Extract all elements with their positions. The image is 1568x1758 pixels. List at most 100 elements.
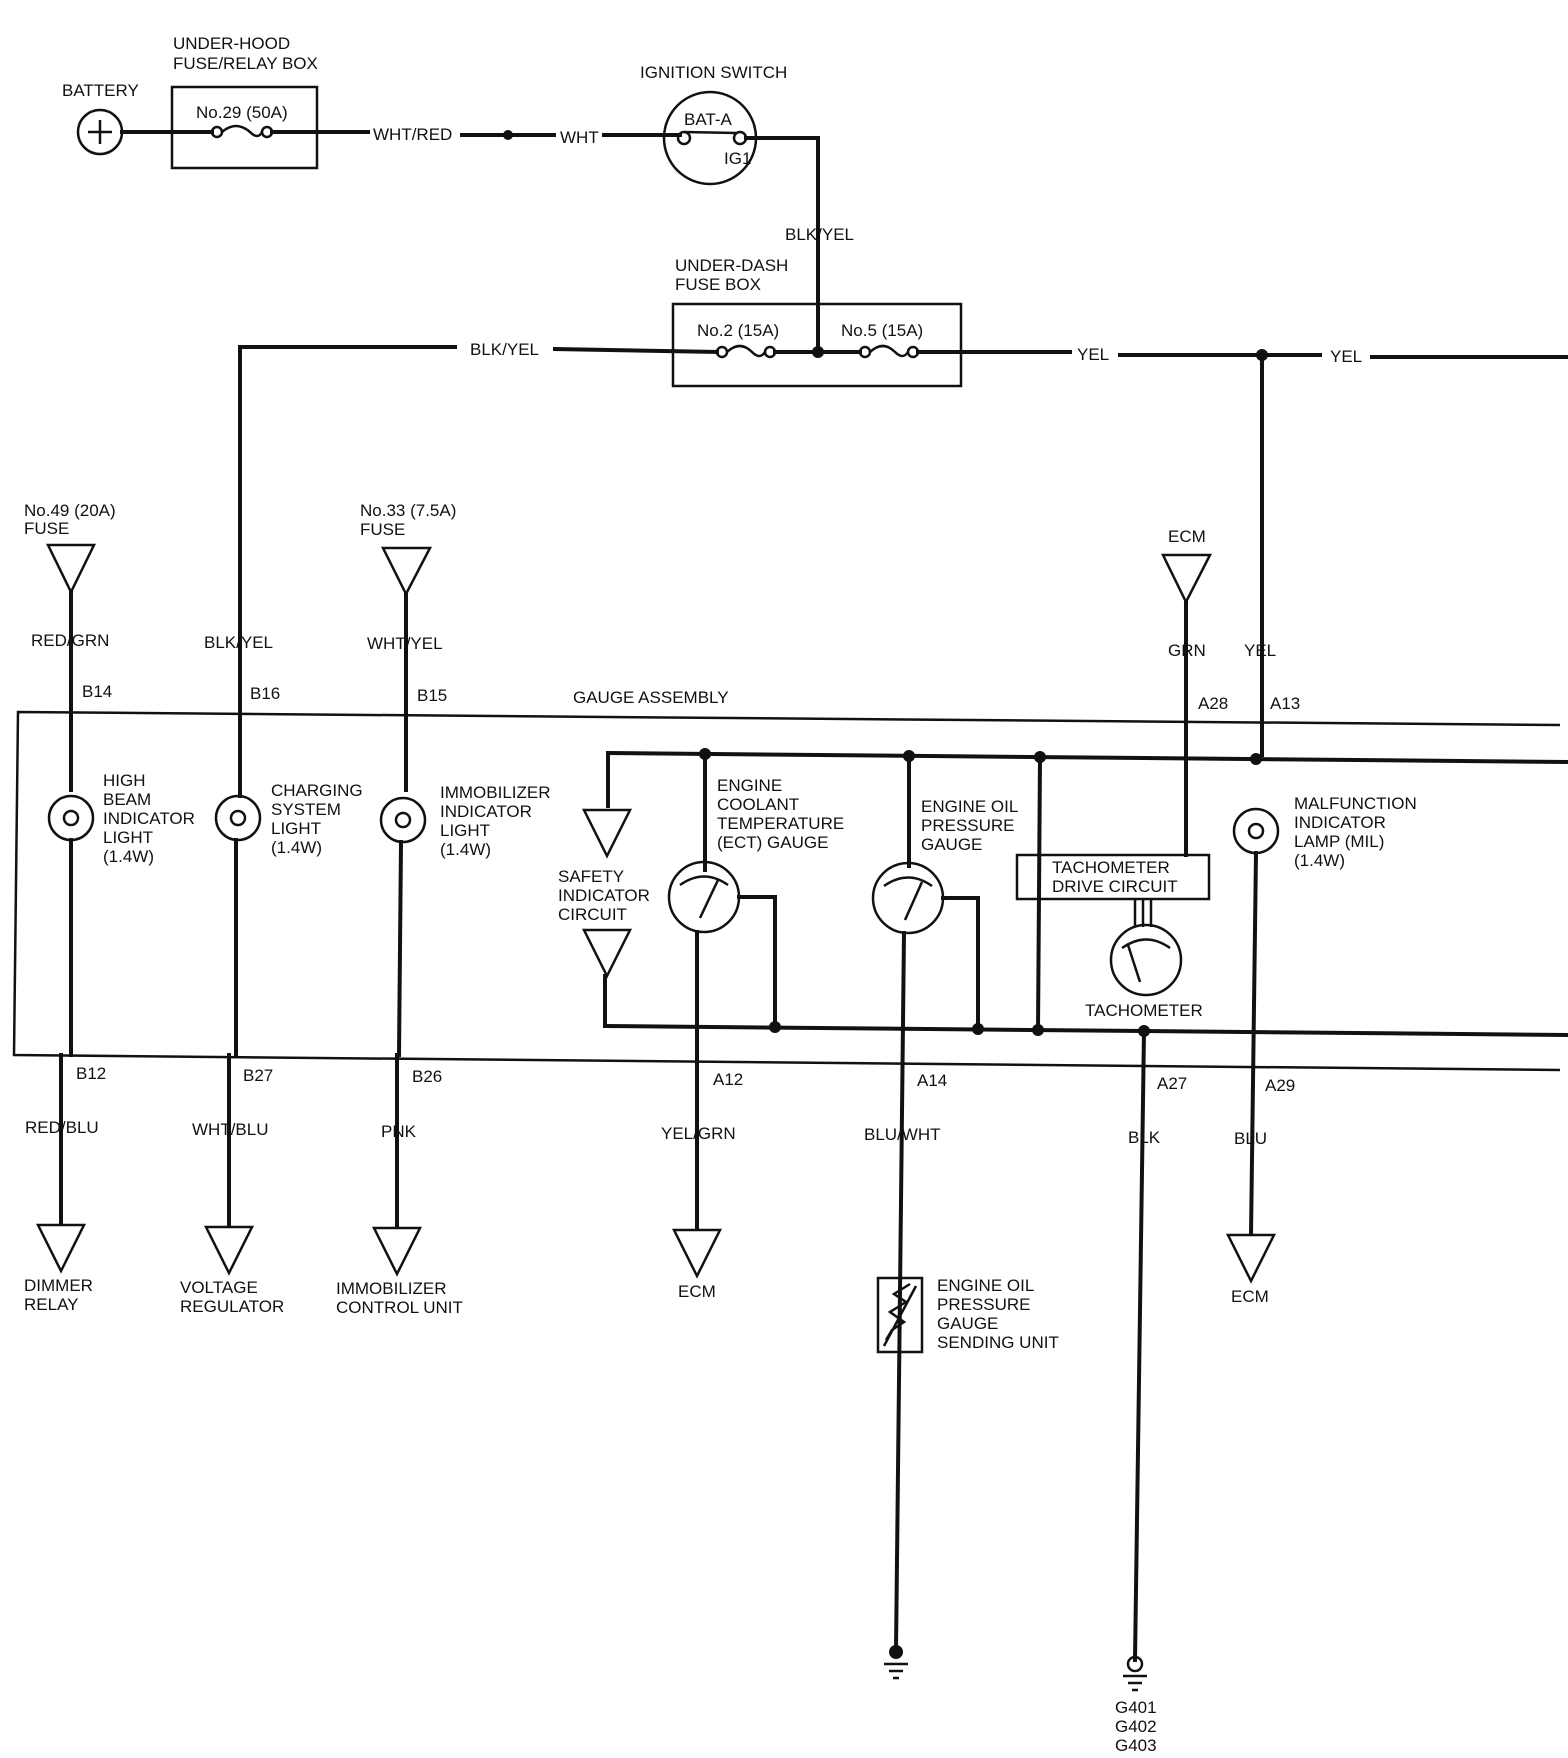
wire-blk: BLK — [1128, 1128, 1161, 1147]
immobilizer-label-2: INDICATOR — [440, 802, 532, 821]
oil-pressure-sending-unit — [876, 1276, 924, 1354]
wire-yel-2: YEL — [1330, 347, 1362, 366]
wire-wht-yel: WHT/YEL — [367, 634, 443, 653]
wire-wht-red: WHT/RED — [373, 125, 452, 144]
connector-a13: A13 — [1270, 694, 1300, 713]
high-beam-label-2: BEAM — [103, 790, 151, 809]
immcu-label-2: CONTROL UNIT — [336, 1298, 463, 1317]
gauge-assembly-label: GAUGE ASSEMBLY — [573, 688, 729, 707]
wire-red-grn: RED/GRN — [31, 631, 109, 650]
ect-label-1: ENGINE — [717, 776, 782, 795]
connector-a12: A12 — [713, 1070, 743, 1089]
wire-blk-yel-1: BLK/YEL — [785, 225, 854, 244]
fuse-33-label-2: FUSE — [360, 520, 405, 539]
wire-blu-wht: BLU/WHT — [864, 1125, 941, 1144]
high-beam-label-1: HIGH — [103, 771, 146, 790]
connector-b27: B27 — [243, 1066, 273, 1085]
connector-b14: B14 — [82, 682, 112, 701]
tach-drive-label-2: DRIVE CIRCUIT — [1052, 877, 1178, 896]
connector-a14: A14 — [917, 1071, 947, 1090]
connector-b26: B26 — [412, 1067, 442, 1086]
under-hood-label-1: UNDER-HOOD — [173, 34, 290, 53]
tachometer-drive-circuit — [1015, 853, 1211, 901]
charging-label-3: LIGHT — [271, 819, 321, 838]
fuse-49-label-2: FUSE — [24, 519, 69, 538]
under-dash-label-2: FUSE BOX — [675, 275, 761, 294]
ground-g401-g403 — [1126, 1655, 1144, 1673]
ignition-switch-label: IGNITION SWITCH — [640, 63, 787, 82]
ground-g402-label: G402 — [1115, 1717, 1157, 1736]
under-hood-label-2: FUSE/RELAY BOX — [173, 54, 318, 73]
eop-label-2: PRESSURE — [921, 816, 1015, 835]
safety-label-3: CIRCUIT — [558, 905, 627, 924]
ground-oil-sender — [889, 1645, 903, 1659]
tachometer-label: TACHOMETER — [1085, 1001, 1203, 1020]
eop-label-3: GAUGE — [921, 835, 982, 854]
under-hood-fuse-relay-box — [170, 85, 319, 170]
fuse-33-label-1: No.33 (7.5A) — [360, 501, 456, 520]
connector-b16: B16 — [250, 684, 280, 703]
tach-drive-label-1: TACHOMETER — [1052, 858, 1170, 877]
battery-label: BATTERY — [62, 81, 139, 100]
immobilizer-indicator-light — [379, 796, 427, 844]
wire-wht-blu: WHT/BLU — [192, 1120, 269, 1139]
ecm-a12-label: ECM — [678, 1282, 716, 1301]
ground-g403-label: G403 — [1115, 1736, 1157, 1755]
eop-label-1: ENGINE OIL — [921, 797, 1018, 816]
safety-label-2: INDICATOR — [558, 886, 650, 905]
ground-g401-label: G401 — [1115, 1698, 1157, 1717]
ect-label-3: TEMPERATURE — [717, 814, 844, 833]
immcu-label-1: IMMOBILIZER — [336, 1279, 447, 1298]
ecm-top-connector — [1160, 553, 1213, 605]
connector-b15: B15 — [417, 686, 447, 705]
mil-label-3: LAMP (MIL) — [1294, 832, 1384, 851]
charging-label-2: SYSTEM — [271, 800, 341, 819]
fuse-29-label: No.29 (50A) — [196, 103, 288, 122]
charging-label-4: (1.4W) — [271, 838, 322, 857]
malfunction-indicator-lamp — [1232, 807, 1280, 855]
eopsu-label-4: SENDING UNIT — [937, 1333, 1059, 1352]
mil-label-1: MALFUNCTION — [1294, 794, 1417, 813]
voltage-label-2: REGULATOR — [180, 1297, 284, 1316]
wire-yel-1: YEL — [1077, 345, 1109, 364]
wire-blu: BLU — [1234, 1129, 1267, 1148]
ecm-a29-label: ECM — [1231, 1287, 1269, 1306]
wire-blk-yel-3: BLK/YEL — [204, 633, 273, 652]
connector-a29: A29 — [1265, 1076, 1295, 1095]
ecm-a29-connector — [1225, 1233, 1277, 1284]
immobilizer-control-unit-connector — [371, 1226, 423, 1277]
fuse-49-connector — [45, 543, 97, 595]
immobilizer-label-1: IMMOBILIZER — [440, 783, 551, 802]
ig1-label: IG1 — [724, 149, 751, 168]
voltage-regulator-connector — [203, 1225, 255, 1276]
high-beam-label-3: INDICATOR — [103, 809, 195, 828]
wire-yel-3: YEL — [1244, 641, 1276, 660]
eopsu-label-1: ENGINE OIL — [937, 1276, 1034, 1295]
immobilizer-label-3: LIGHT — [440, 821, 490, 840]
gauge-assembly-outline — [12, 710, 1561, 1072]
ecm-a12-connector — [671, 1228, 723, 1279]
wire-blk-yel-2: BLK/YEL — [470, 340, 539, 359]
ecm-top-label: ECM — [1168, 527, 1206, 546]
eopsu-label-3: GAUGE — [937, 1314, 998, 1333]
fuse-2-label: No.2 (15A) — [697, 321, 779, 340]
connector-a27: A27 — [1157, 1074, 1187, 1093]
dimmer-relay-connector — [35, 1223, 87, 1274]
connector-b12: B12 — [76, 1064, 106, 1083]
wire-pnk: PNK — [381, 1122, 417, 1141]
charging-label-1: CHARGING — [271, 781, 363, 800]
high-beam-indicator-light — [47, 794, 95, 842]
fuse-49-label-1: No.49 (20A) — [24, 501, 116, 520]
ect-label-4: (ECT) GAUGE — [717, 833, 828, 852]
under-dash-fuse-box — [671, 302, 963, 388]
engine-oil-pressure-gauge — [871, 861, 945, 935]
high-beam-label-4: LIGHT — [103, 828, 153, 847]
wire-yel-grn: YEL/GRN — [661, 1124, 736, 1143]
wire-wht: WHT — [560, 128, 599, 147]
eopsu-label-2: PRESSURE — [937, 1295, 1031, 1314]
safety-indicator-lower — [581, 928, 633, 979]
immobilizer-label-4: (1.4W) — [440, 840, 491, 859]
bat-a-label: BAT-A — [684, 110, 733, 129]
connector-a28: A28 — [1198, 694, 1228, 713]
